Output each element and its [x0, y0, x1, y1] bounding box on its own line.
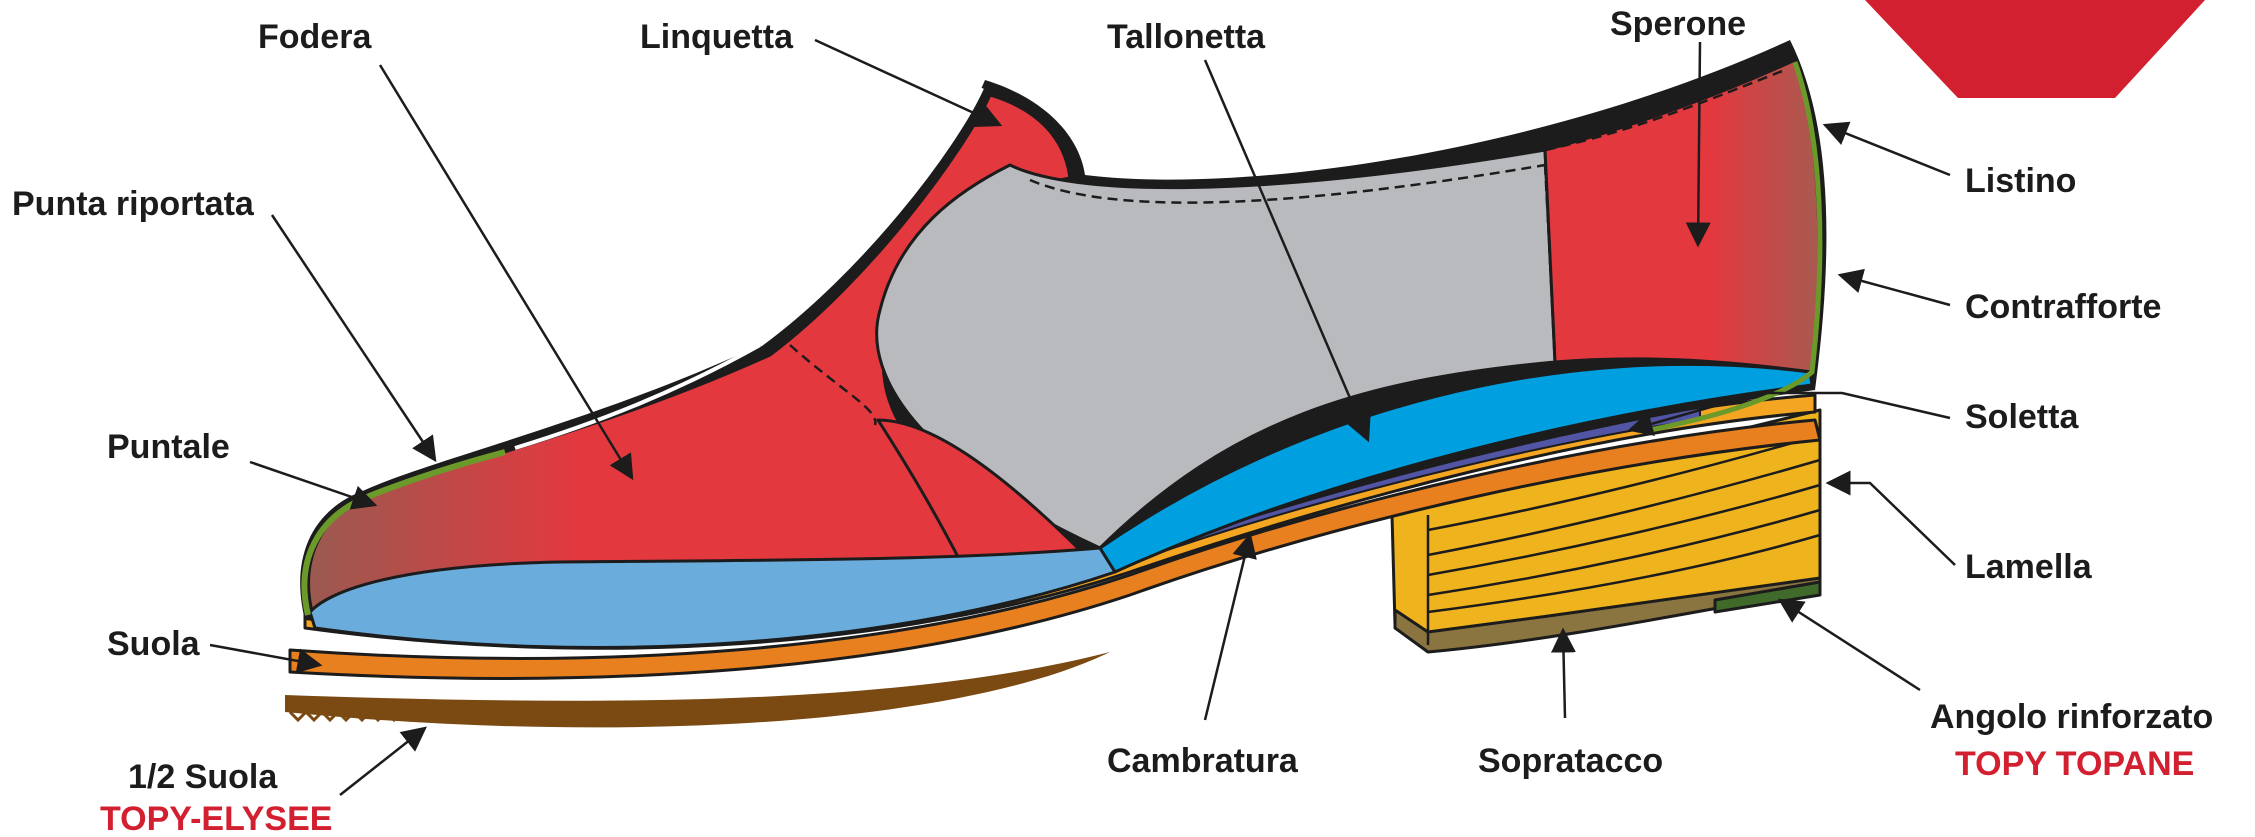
label-sopratacco: Sopratacco: [1478, 742, 1663, 780]
label-soletta: Soletta: [1965, 398, 2079, 436]
corner-banner: [1865, 0, 2205, 98]
label-punta-riportata: Punta riportata: [12, 185, 255, 223]
label-lamella: Lamella: [1965, 548, 2093, 586]
label-fodera: Fodera: [258, 18, 372, 56]
label-puntale: Puntale: [107, 428, 230, 466]
label-topy-elysee: TOPY-ELYSEE: [100, 800, 332, 837]
label-half-suola: 1/2 Suola: [128, 758, 278, 796]
label-linquetta: Linquetta: [640, 18, 794, 56]
label-contrafforte: Contrafforte: [1965, 288, 2161, 326]
label-angolo-rinforzato: Angolo rinforzato: [1930, 698, 2213, 736]
label-topy-topane: TOPY TOPANE: [1955, 745, 2194, 783]
label-tallonetta: Tallonetta: [1107, 18, 1266, 56]
label-cambratura: Cambratura: [1107, 742, 1299, 780]
label-suola: Suola: [107, 625, 201, 663]
label-listino: Listino: [1965, 162, 2076, 200]
heel-counter: [1545, 60, 1819, 372]
label-sperone: Sperone: [1610, 5, 1746, 43]
